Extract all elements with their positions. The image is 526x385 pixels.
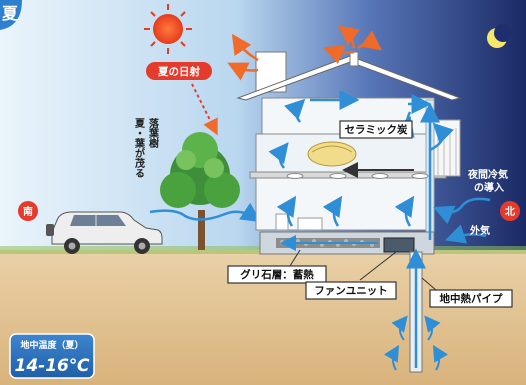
outside-air-label: 外気 (469, 224, 490, 237)
ground-temp-value: 14-16℃ (15, 356, 90, 376)
roof-vent-icon (349, 51, 359, 67)
ceramic-label: セラミック炭 (345, 123, 408, 136)
sun-ray-arrow (191, 83, 218, 136)
car-icon (46, 211, 163, 254)
gravel-label-box: グリ石層：蓄熱 (227, 249, 327, 284)
geothermal-pipe (383, 248, 449, 373)
night-air-label-line2: の導入 (474, 181, 504, 194)
south-label: 南 (23, 205, 33, 218)
night-air-label-line1: 夜間冷気 (467, 168, 508, 181)
sun-label-badge: 夏の日射 (146, 62, 212, 80)
north-badge: 北 (500, 201, 520, 221)
interior-airflow-arrows (268, 90, 454, 240)
north-air-arrows (433, 197, 491, 244)
fan-unit-label-box: ファンユニット (305, 251, 397, 300)
season-badge: 夏 (0, 0, 22, 30)
sun-label: 夏の日射 (157, 65, 200, 78)
gravel-label: グリ石層：蓄熱 (240, 268, 314, 281)
ground-temp-panel: 地中温度（夏） 14-16℃ (9, 333, 95, 379)
geo-pipe-label: 地中熱パイプ (440, 292, 503, 305)
fan-unit-label: ファンユニット (314, 285, 388, 297)
hot-air-exhaust-arrows (227, 25, 383, 81)
north-label: 北 (505, 205, 515, 218)
ground-temp-title: 地中温度（夏） (20, 339, 83, 351)
south-badge: 南 (18, 201, 38, 221)
tree-label-deciduous: 落葉樹 (147, 117, 160, 149)
season-badge-text: 夏 (1, 4, 19, 23)
moon-icon (487, 24, 512, 48)
south-breeze-arrow (149, 202, 262, 223)
tree-label-summer-leaves: 夏・葉が茂る (133, 118, 146, 178)
tree-icon (160, 132, 240, 250)
sun-icon (144, 4, 192, 54)
ceramic-label-box: セラミック炭 (339, 120, 413, 139)
geo-pipe-label-box: 地中熱パイプ (421, 277, 513, 308)
